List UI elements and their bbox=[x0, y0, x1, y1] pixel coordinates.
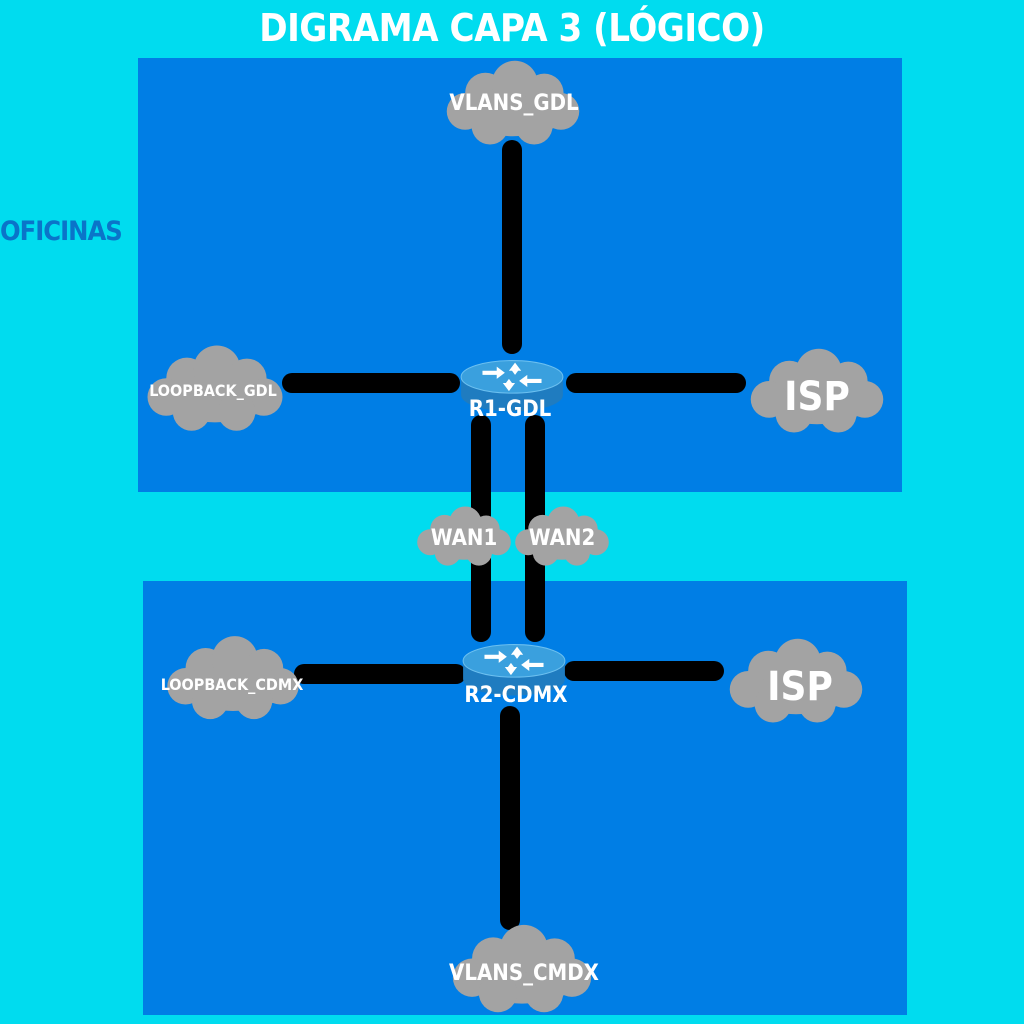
cloud-loopback-cdmx: LOOPBACK_CDMX bbox=[161, 636, 304, 720]
cloud-isp-bottom: ISP bbox=[729, 638, 863, 723]
cloud-label-isp-bottom: ISP bbox=[767, 664, 833, 710]
cloud-isp-top: ISP bbox=[750, 348, 884, 433]
cloud-label-isp-top: ISP bbox=[784, 374, 850, 420]
diagram-title: DIGRAMA CAPA 3 (LÓGICO) bbox=[259, 6, 765, 50]
cloud-label-loopback-cdmx: LOOPBACK_CDMX bbox=[161, 675, 304, 694]
router-r2-cdmx: R2-CDMX bbox=[462, 644, 568, 708]
cloud-wan2: WAN2 bbox=[515, 506, 609, 566]
offices-label: OFICINAS bbox=[0, 216, 123, 247]
cloud-label-loopback-gdl: LOOPBACK_GDL bbox=[149, 381, 277, 400]
router-r1-gdl: R1-GDL bbox=[460, 360, 564, 422]
cloud-wan1: WAN1 bbox=[417, 506, 511, 566]
cloud-loopback-gdl: LOOPBACK_GDL bbox=[147, 345, 283, 431]
router-label-r1: R1-GDL bbox=[469, 397, 552, 422]
cloud-label-wan2: WAN2 bbox=[529, 526, 596, 551]
cloud-vlans-gdl: VLANS_GDL bbox=[446, 60, 580, 145]
cloud-label-wan1: WAN1 bbox=[431, 526, 498, 551]
cloud-label-vlans-gdl: VLANS_GDL bbox=[449, 91, 579, 116]
router-label-r2: R2-CDMX bbox=[464, 683, 567, 708]
cloud-vlans-cmdx: VLANS_CMDX bbox=[449, 924, 599, 1013]
links-group bbox=[282, 140, 746, 930]
cloud-label-vlans-cmdx: VLANS_CMDX bbox=[449, 961, 599, 986]
